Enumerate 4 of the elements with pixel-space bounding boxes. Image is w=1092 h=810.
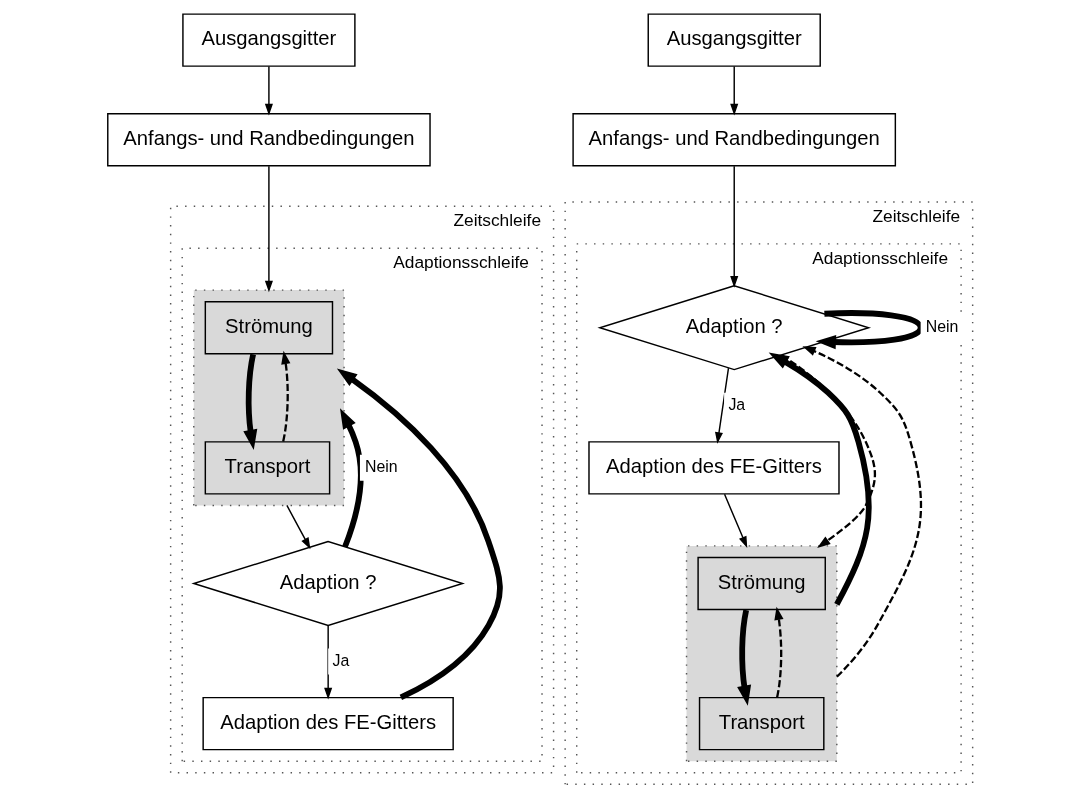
edge-label: Ja — [332, 651, 350, 669]
edge-label: Ja — [728, 395, 746, 413]
edge-label: Nein — [365, 457, 398, 475]
edge-label: Nein — [925, 317, 959, 335]
